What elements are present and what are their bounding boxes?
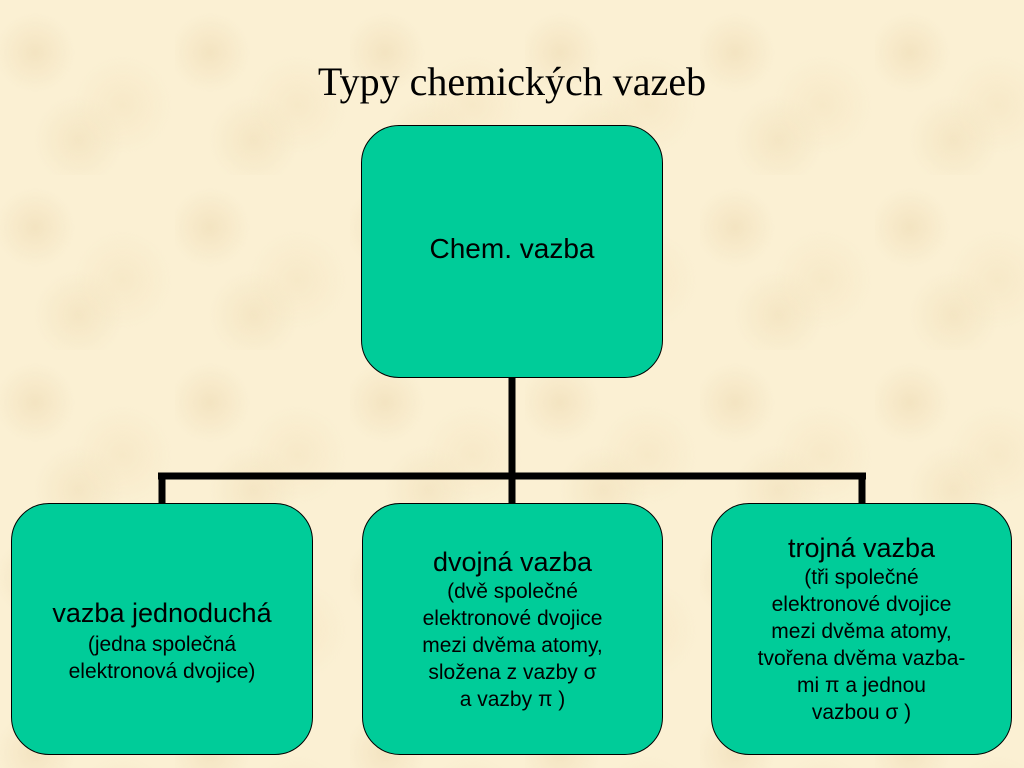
node-double-bond-label: dvojná vazba [432,546,593,577]
node-double-bond-detail: (dvě společné elektronové dvojice mezi d… [422,579,603,711]
node-triple-bond-label: trojná vazba [787,533,936,563]
node-root: Chem. vazba [361,125,663,378]
node-root-label: Chem. vazba [429,232,595,264]
node-triple-bond: trojná vazba (tři společné elektronové d… [711,503,1012,755]
node-single-bond: vazba jednoduchá (jedna společná elektro… [11,503,313,755]
node-double-bond: dvojná vazba (dvě společné elektronové d… [362,503,663,755]
slide-title: Typy chemických vazeb [317,59,707,104]
node-single-bond-label: vazba jednoduchá [52,598,272,628]
node-triple-bond-detail: (tři společné elektronové dvojice mezi d… [757,566,966,724]
node-single-bond-detail: (jedna společná elektronová dvojice) [68,633,256,683]
